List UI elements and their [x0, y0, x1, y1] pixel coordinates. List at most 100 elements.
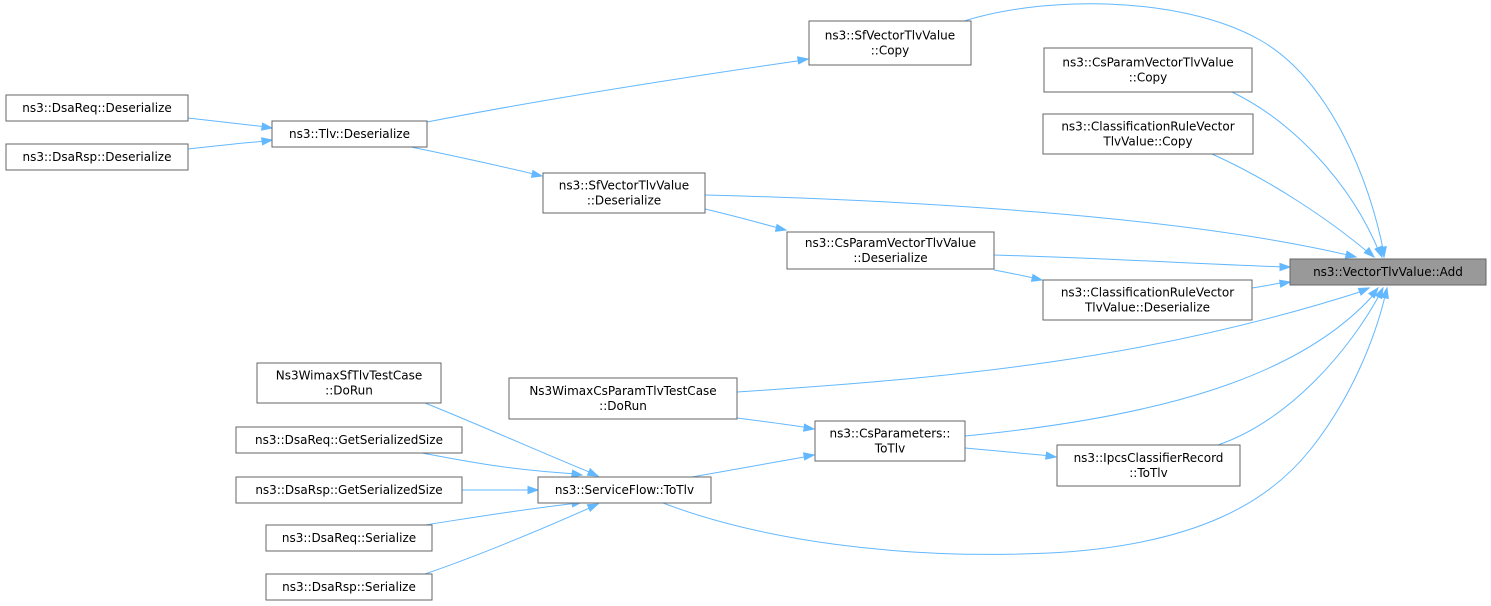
node-label: ns3::ClassificationRuleVector	[1061, 286, 1234, 300]
edge-tlv_deser-to-sf_deser	[410, 146, 544, 178]
edge-csp_copy-to-add	[1231, 91, 1383, 259]
edge-line	[421, 452, 579, 475]
edge-sflow_totlv-to-csparams_totlv	[691, 452, 816, 478]
node-dsareq_gss[interactable]: ns3::DsaReq::GetSerializedSize	[235, 426, 463, 454]
node-box	[786, 231, 995, 270]
edge-line	[993, 254, 1287, 268]
arrowhead-icon	[1045, 451, 1058, 460]
node-label: ::DoRun	[599, 399, 647, 413]
node-dsareq_deser[interactable]: ns3::DsaReq::Deserialize	[5, 94, 189, 122]
edge-dsarsp_ser-to-sflow_totlv	[424, 503, 600, 575]
arrowhead-icon	[797, 56, 810, 65]
edge-sftest-to-sflow_totlv	[424, 402, 600, 477]
arrowhead-icon	[1374, 286, 1384, 300]
edge-line	[426, 59, 805, 123]
node-box	[542, 172, 706, 214]
node-box	[1056, 444, 1241, 487]
arrowhead-icon	[530, 169, 544, 178]
node-csp_copy[interactable]: ns3::CsParamVectorTlvValue::Copy	[1043, 47, 1253, 93]
edge-dsareq_gss-to-sflow_totlv	[421, 452, 584, 478]
node-dsareq_ser[interactable]: ns3::DsaReq::Serialize	[265, 524, 433, 552]
node-label: ns3::CsParamVectorTlvValue	[1062, 56, 1233, 70]
node-label: ::DoRun	[325, 384, 373, 398]
edge-crv_deser-to-add	[1251, 279, 1292, 289]
edge-line	[736, 289, 1367, 393]
node-label: ns3::CsParamVectorTlvValue	[805, 236, 976, 250]
edge-line	[424, 505, 595, 575]
arrowhead-icon	[774, 223, 788, 232]
node-csparams_totlv[interactable]: ns3::CsParameters::ToTlv	[814, 420, 966, 462]
node-sf_copy[interactable]: ns3::SfVectorTlvValue::Copy	[808, 20, 972, 66]
edge-line	[424, 502, 579, 526]
arrowhead-icon	[1278, 279, 1292, 288]
node-label: TlvValue::Copy	[1102, 135, 1192, 149]
edge-sflow_totlv-to-add	[662, 286, 1389, 555]
nodes-layer: ns3::VectorTlvValue::Add ns3::SfVectorTlv…	[5, 20, 1487, 601]
node-label: ::Copy	[871, 44, 910, 58]
node-box	[1042, 113, 1254, 155]
node-tlv_deser[interactable]: ns3::Tlv::Deserialize	[271, 120, 428, 148]
arrowhead-icon	[261, 122, 274, 131]
node-box	[508, 377, 738, 420]
edge-line	[1211, 153, 1371, 255]
node-crv_deser[interactable]: ns3::ClassificationRuleVectorTlvValue::D…	[1042, 279, 1253, 321]
edge-line	[1217, 291, 1382, 446]
node-label: ns3::DsaReq::Deserialize	[22, 101, 172, 115]
node-crv_copy[interactable]: ns3::ClassificationRuleVectorTlvValue::C…	[1042, 113, 1254, 155]
edge-csp_deser-to-crv_deser	[993, 269, 1044, 282]
node-label: ns3::DsaReq::Serialize	[282, 531, 416, 545]
node-box	[271, 120, 428, 148]
node-label: ::Copy	[1129, 71, 1168, 85]
arrowhead-icon	[586, 467, 600, 477]
node-sflow_totlv[interactable]: ns3::ServiceFlow::ToTlv	[537, 476, 712, 504]
arrowhead-icon	[261, 137, 274, 146]
node-box	[265, 573, 433, 601]
node-label: ::Deserialize	[853, 251, 927, 265]
node-label: ns3::DsaRsp::GetSerializedSize	[255, 483, 442, 497]
arrowhead-icon	[803, 452, 816, 461]
node-label: ns3::SfVectorTlvValue	[825, 29, 955, 43]
node-box	[1043, 47, 1253, 93]
arrowhead-icon	[1363, 246, 1376, 259]
node-box	[537, 476, 712, 504]
arrowhead-icon	[1380, 286, 1389, 300]
node-box	[1289, 258, 1487, 286]
node-label: TlvValue::Deserialize	[1084, 301, 1210, 315]
node-csp_deser[interactable]: ns3::CsParamVectorTlvValue::Deserialize	[786, 231, 995, 270]
edge-sf_deser-to-csp_deser	[704, 208, 788, 232]
edges-layer	[187, 3, 1389, 575]
edge-tlv_deser-to-sf_copy	[426, 56, 810, 123]
node-label: ns3::ServiceFlow::ToTlv	[555, 483, 694, 497]
node-add[interactable]: ns3::VectorTlvValue::Add	[1289, 258, 1487, 286]
edge-line	[1231, 91, 1381, 255]
edge-csptest-to-csparams_totlv	[736, 417, 816, 432]
arrowhead-icon	[1368, 286, 1379, 299]
node-label: ns3::DsaRsp::Serialize	[282, 580, 416, 594]
node-dsarsp_gss[interactable]: ns3::DsaRsp::GetSerializedSize	[235, 476, 463, 504]
node-box	[1042, 279, 1253, 321]
node-label: ns3::VectorTlvValue::Add	[1313, 265, 1463, 279]
edge-line	[704, 194, 1353, 257]
arrowhead-icon	[1030, 273, 1044, 282]
node-dsarsp_ser[interactable]: ns3::DsaRsp::Serialize	[265, 573, 433, 601]
edge-line	[957, 3, 1385, 255]
node-label: ns3::DsaReq::GetSerializedSize	[255, 433, 443, 447]
edge-csparams_totlv-to-ipcs_totlv	[964, 447, 1058, 460]
node-ipcs_totlv[interactable]: ns3::IpcsClassifierRecord::ToTlv	[1056, 444, 1241, 487]
arrowhead-icon	[803, 423, 816, 432]
node-box	[5, 94, 189, 122]
edge-line	[704, 208, 783, 230]
node-sf_deser[interactable]: ns3::SfVectorTlvValue::Deserialize	[542, 172, 706, 214]
node-label: Ns3WimaxCsParamTlvTestCase	[529, 384, 716, 398]
edge-ipcs_totlv-to-add	[1217, 286, 1384, 446]
edge-line	[993, 269, 1039, 280]
node-box	[5, 143, 189, 171]
edge-line	[691, 455, 811, 478]
edge-line	[187, 140, 268, 150]
node-label: ns3::Tlv::Deserialize	[289, 127, 410, 141]
node-dsarsp_deser[interactable]: ns3::DsaRsp::Deserialize	[5, 143, 189, 171]
node-csptest[interactable]: Ns3WimaxCsParamTlvTestCase::DoRun	[508, 377, 738, 420]
edge-sf_deser-to-add	[704, 194, 1358, 259]
node-sftest[interactable]: Ns3WimaxSfTlvTestCase::DoRun	[256, 362, 442, 404]
